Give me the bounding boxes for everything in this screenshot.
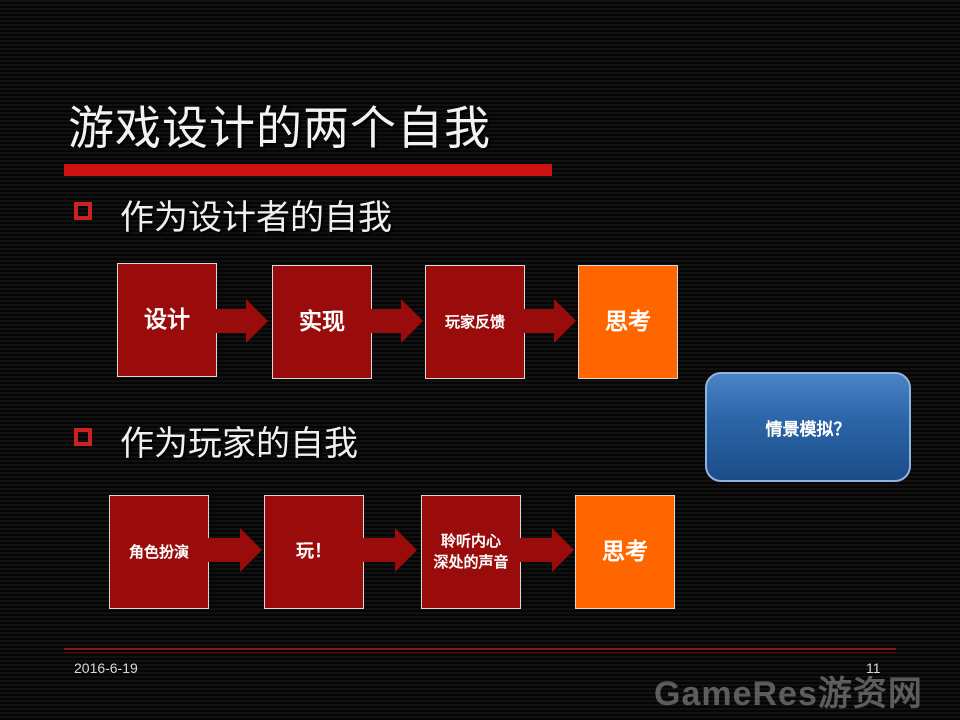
square-bullet-icon [74, 428, 92, 446]
flow2-step-inner-voice: 聆听内心 深处的声音 [421, 495, 521, 609]
flow1-step-think: 思考 [578, 265, 678, 379]
flow1-arrow-1 [216, 299, 268, 343]
flow2-arrow-2 [363, 528, 417, 572]
slide-page-number: 11 [866, 660, 881, 676]
flow2-arrow-3 [520, 528, 574, 572]
flow1-step-label: 设计 [144, 305, 190, 333]
flow2-arrow-1 [208, 528, 262, 572]
flow1-step-design: 设计 [117, 263, 217, 377]
flow1-arrow-2 [371, 299, 423, 343]
flow1-step-feedback: 玩家反馈 [425, 265, 525, 379]
flow2-step-play: 玩！ [264, 495, 364, 609]
gameres-watermark-logo: GameRes游资网 [654, 675, 923, 713]
title-underline [64, 164, 552, 176]
flow2-step-label: 玩！ [296, 541, 332, 563]
footer-divider [64, 648, 896, 650]
flow1-step-label: 玩家反馈 [444, 312, 505, 331]
square-bullet-icon [74, 202, 92, 220]
footer-date: 2016-6-19 [74, 660, 138, 676]
section2-heading: 作为玩家的自我 [120, 424, 358, 464]
scenario-simulation-callout: 情景模拟？ [705, 372, 911, 482]
section1-heading: 作为设计者的自我 [120, 198, 392, 238]
flow1-arrow-3 [524, 299, 576, 343]
flow2-step-think: 思考 [575, 495, 675, 609]
flow2-step-roleplay: 角色扮演 [109, 495, 209, 609]
flow2-step-label: 聆听内心 深处的声音 [433, 532, 509, 571]
flow2-step-label: 角色扮演 [128, 542, 189, 561]
callout-label: 情景模拟？ [765, 419, 851, 440]
flow1-step-label: 实现 [299, 307, 345, 335]
flow1-step-implement: 实现 [272, 265, 372, 379]
flow1-step-label: 思考 [605, 307, 651, 335]
footer-divider-secondary [64, 652, 896, 653]
slide-title: 游戏设计的两个自我 [68, 101, 491, 155]
flow2-step-label: 思考 [602, 537, 648, 565]
